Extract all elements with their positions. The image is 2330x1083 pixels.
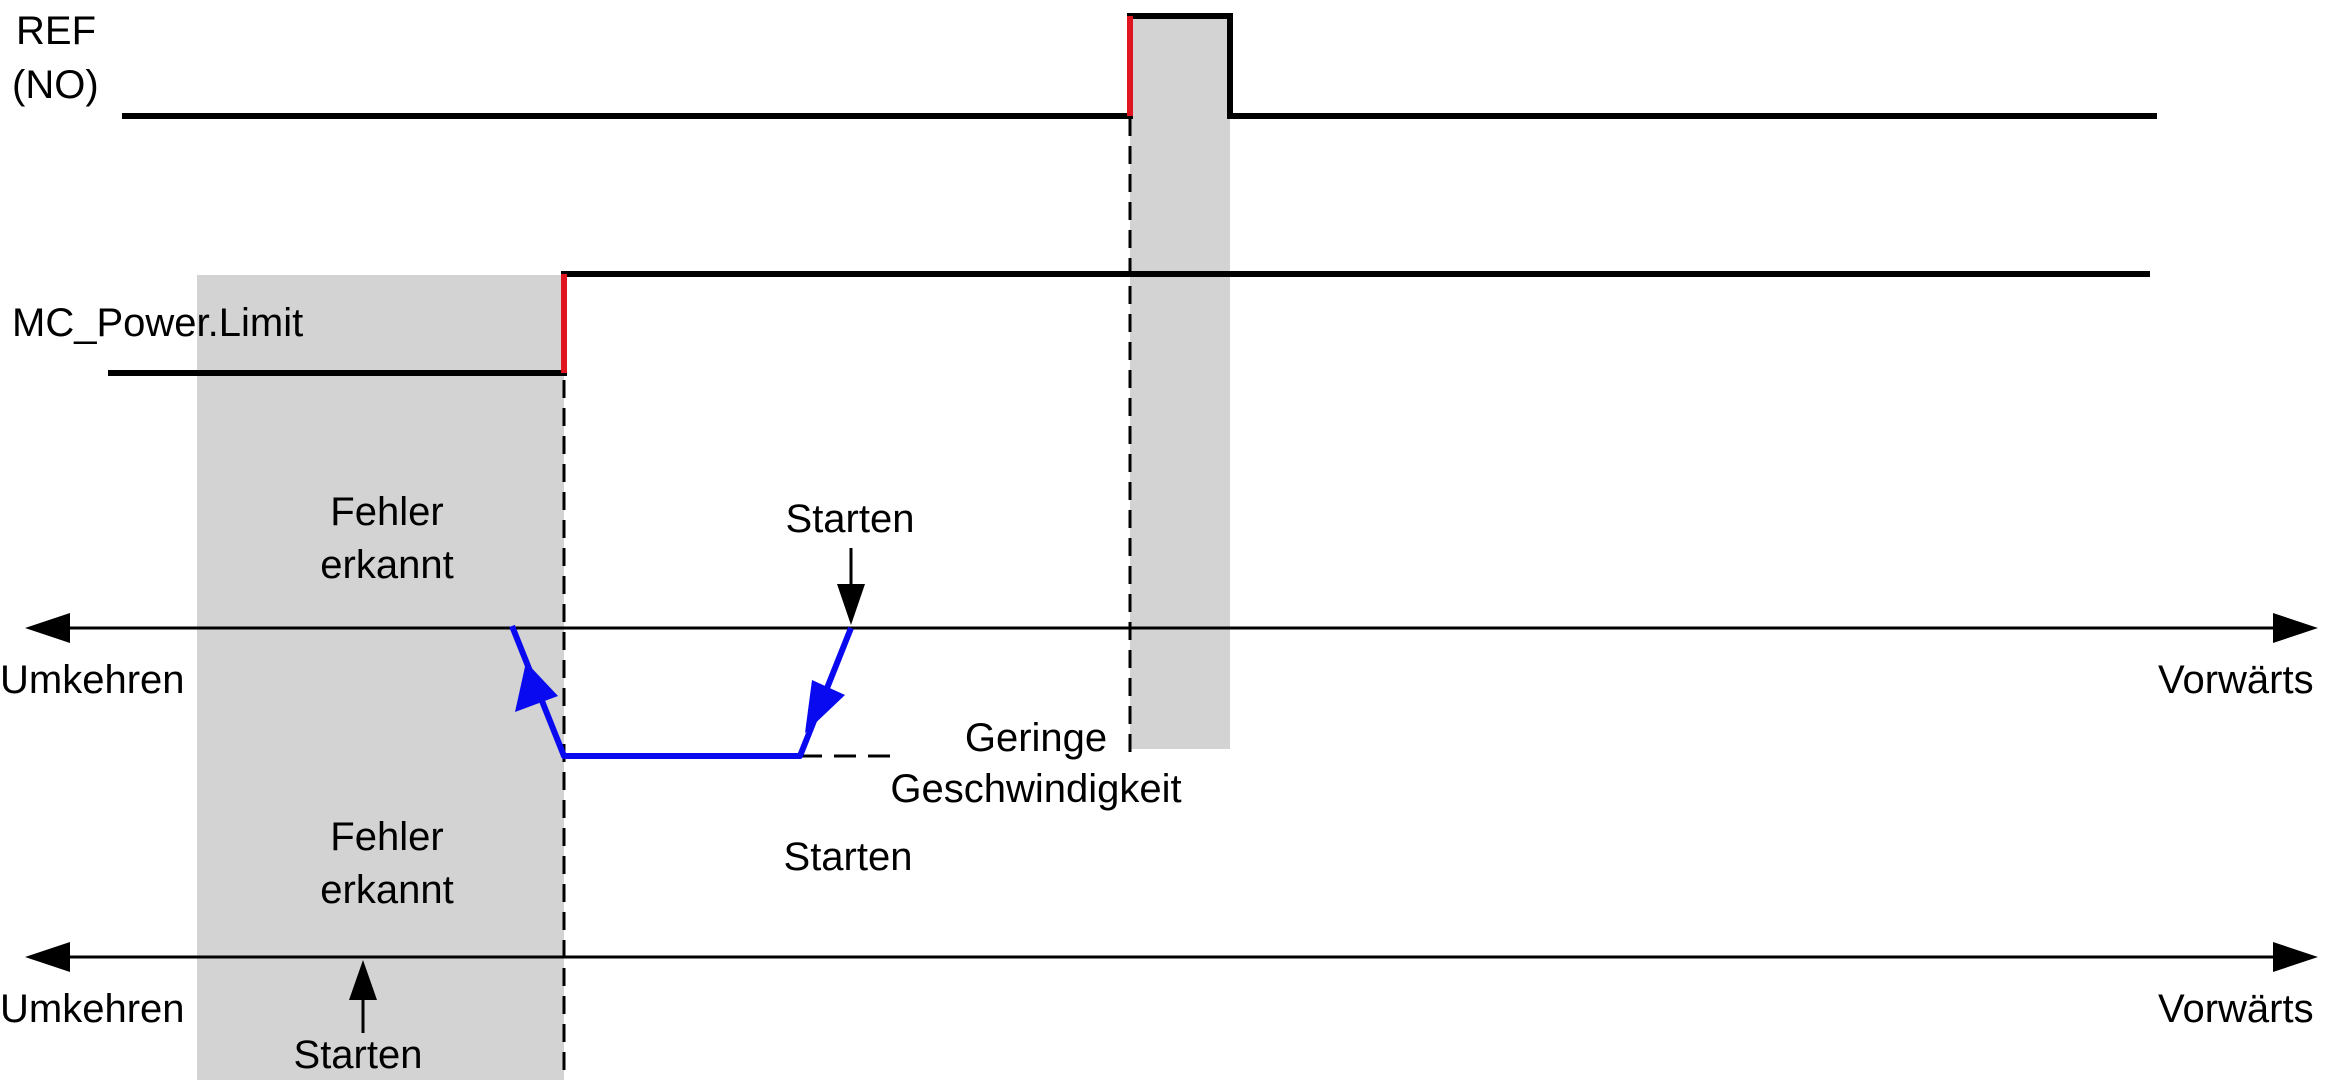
motion-path-arrow-up [515,662,558,712]
upper-start-label: Starten [786,497,915,541]
lower-axis-right-arrow [2273,942,2318,972]
lower-start-label-mid: Starten [784,835,913,879]
upper-start-arrow-head [837,584,865,625]
lower-fault-text-2: erkannt [320,868,453,912]
motion-path-arrow-down [805,680,845,733]
upper-reverse-label: Umkehren [0,658,185,702]
lower-axis-left-arrow [25,942,70,972]
upper-forward-label: Vorwärts [2158,658,2314,702]
upper-fault-text-1: Fehler [330,490,443,534]
lower-start-label-bottom: Starten [294,1033,423,1077]
lower-forward-label: Vorwärts [2158,987,2314,1031]
limit-label: MC_Power.Limit [12,301,303,345]
lower-start-arrow-head [349,960,377,1000]
fault-zone [197,275,564,1080]
upper-fault-text-2: erkannt [320,543,453,587]
low-speed-text-2: Geschwindigkeit [890,767,1181,811]
low-speed-text-1: Geringe [965,716,1107,760]
lower-reverse-label: Umkehren [0,987,185,1031]
ref-signal-line [122,13,2157,119]
upper-axis-left-arrow [25,613,70,643]
lower-fault-text-1: Fehler [330,815,443,859]
upper-axis-right-arrow [2273,613,2318,643]
ref-zone [1130,16,1230,749]
ref-no-label: (NO) [12,63,99,107]
ref-label: REF [16,9,96,53]
